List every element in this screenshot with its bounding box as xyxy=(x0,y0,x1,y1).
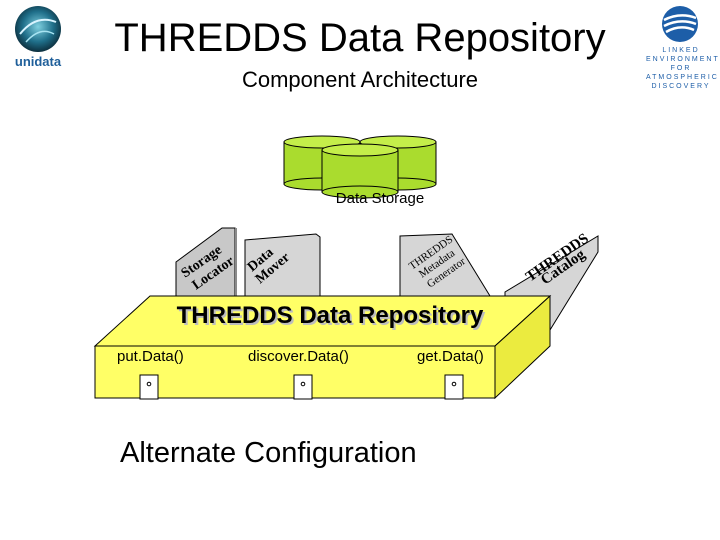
repository-label: THREDDS Data Repository xyxy=(176,302,484,329)
get-data-method-label: get.Data() xyxy=(417,348,484,365)
lead-logo-text: LINKED ENVIRONMENTS FOR ATMOSPHERIC DISC… xyxy=(646,47,720,90)
lead-logo: LINKED ENVIRONMENTS FOR ATMOSPHERIC DISC… xyxy=(646,4,720,94)
storage-cylinder-front xyxy=(321,143,399,199)
put-data-method-label: put.Data() xyxy=(117,348,184,365)
lead-logo-graphic xyxy=(662,6,698,42)
discover-data-port xyxy=(293,374,313,400)
unidata-logo: unidata xyxy=(6,4,70,70)
data-storage-label: Data Storage xyxy=(335,190,425,207)
unidata-logo-graphic xyxy=(15,6,61,52)
storage-locator-panel: Storage Locator xyxy=(175,227,237,297)
page-title: THREDDS Data Repository xyxy=(114,16,606,60)
repository-platform xyxy=(93,294,552,400)
alternate-configuration-label: Alternate Configuration xyxy=(120,437,417,469)
discover-data-method-label: discover.Data() xyxy=(248,348,349,365)
data-mover-panel: Data Mover xyxy=(244,233,321,297)
unidata-logo-text: unidata xyxy=(14,54,62,69)
metadata-generator-panel: THREDDS Metadata Generator xyxy=(399,233,491,297)
get-data-port xyxy=(444,374,464,400)
put-data-port xyxy=(139,374,159,400)
page-subtitle: Component Architecture xyxy=(241,67,479,92)
